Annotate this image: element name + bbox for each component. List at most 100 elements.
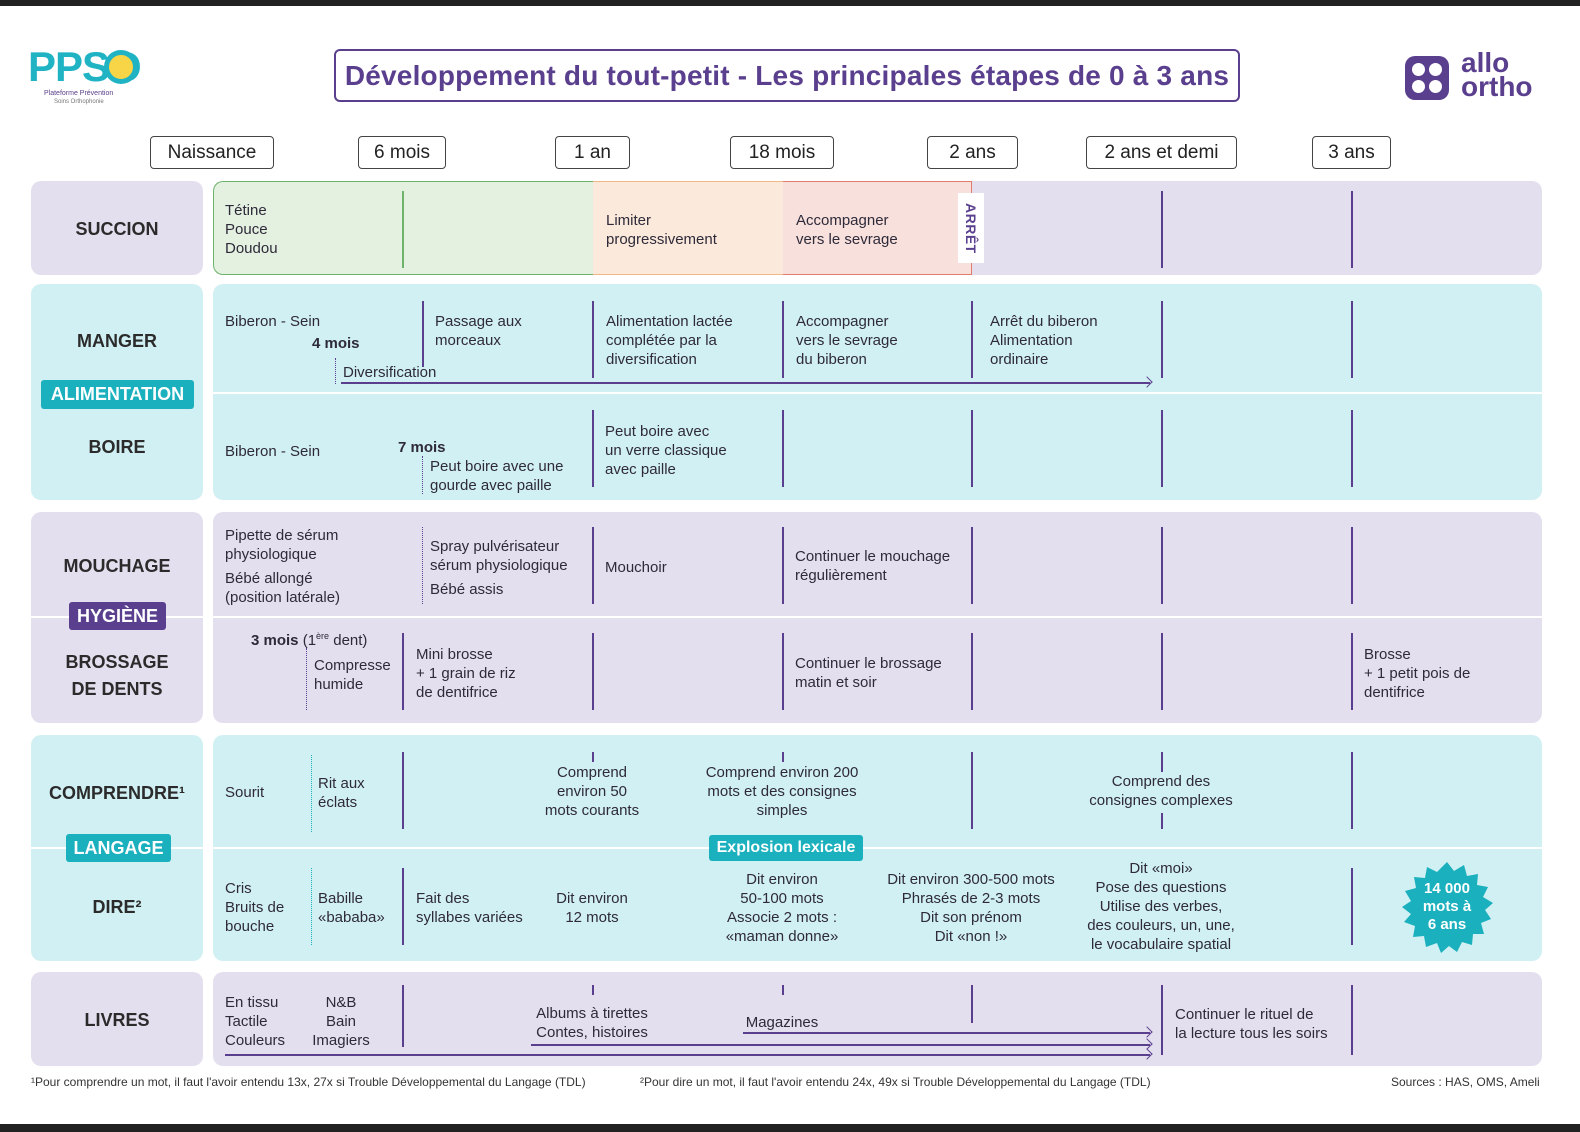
starburst-text: 14 000 mots à 6 ans	[1401, 880, 1493, 934]
boire-text: avec paille	[605, 461, 676, 478]
dire-text: Dit environ	[556, 890, 628, 907]
comprendre-text: Comprend	[556, 764, 628, 781]
divider	[1351, 985, 1353, 1055]
timeline-1-an: 1 an	[555, 136, 630, 169]
manger-text: Biberon - Sein	[225, 313, 321, 330]
page-title: Développement du tout-petit - Les princi…	[344, 59, 1230, 91]
manger-text: complétée par la	[606, 332, 717, 349]
bottom-border	[0, 1124, 1580, 1132]
divider	[782, 985, 784, 995]
divider	[782, 752, 784, 762]
comprendre-text: mots courants	[544, 802, 640, 819]
dire-text: Dit son prénom	[920, 909, 1022, 926]
starburst-line: 6 ans	[1427, 916, 1467, 933]
brossage-3-mois-note: 3 mois (1ère dent)	[251, 627, 367, 650]
dotted-marker-4-mois	[335, 358, 336, 384]
mouchage-text: physiologique	[225, 546, 317, 563]
brossage-note-pre: (1	[302, 632, 317, 649]
boire-text: gourde avec paille	[430, 477, 552, 494]
row-label-manger: MANGER	[77, 331, 157, 351]
divider	[782, 410, 784, 487]
diversification-arrow	[341, 382, 1150, 384]
succion-text: vers le sevrage	[796, 231, 898, 248]
dire-text: 12 mots	[565, 909, 619, 926]
timeline-6-mois: 6 mois	[358, 136, 446, 169]
dire-text: Phrasés de 2-3 mots	[901, 890, 1041, 907]
page-title-box: Développement du tout-petit - Les princi…	[334, 49, 1240, 102]
livres-text: Imagiers	[312, 1032, 370, 1049]
dire-text: Dit environ	[746, 871, 818, 888]
manger-text: Arrêt du biberon	[990, 313, 1098, 330]
divider	[1161, 527, 1163, 604]
comprendre-text: simples	[756, 802, 808, 819]
succion-text: Accompagner	[796, 212, 889, 229]
divider	[402, 191, 404, 268]
succion-text: Limiter	[606, 212, 652, 229]
livres-text: N&B	[325, 994, 357, 1011]
divider	[592, 633, 594, 710]
row-label-succion: SUCCION	[75, 219, 159, 239]
livres-arrow	[225, 1054, 1150, 1056]
brossage-text: Compresse	[314, 657, 391, 674]
mouchage-text: sérum physiologique	[430, 557, 568, 574]
ppso-logo-subtitle: Plateforme Prévention	[44, 90, 114, 97]
magazines-arrow	[743, 1032, 1150, 1034]
divider	[1161, 633, 1163, 710]
mouchage-text: Bébé assis	[430, 581, 504, 598]
divider	[592, 985, 594, 995]
ppso-sun-icon	[104, 50, 138, 84]
divider	[592, 752, 594, 762]
dire-text: 50-100 mots	[740, 890, 824, 907]
comprendre-text: éclats	[318, 794, 358, 811]
dire-text: Utilise des verbes,	[1099, 898, 1223, 915]
footnote-1: ¹Pour comprendre un mot, il faut l'avoir…	[31, 1075, 586, 1089]
brossage-text: Brosse	[1364, 646, 1411, 663]
boire-text: Biberon - Sein	[225, 443, 321, 460]
brossage-note-sup: ère	[316, 631, 330, 641]
divider	[1351, 527, 1353, 604]
comprendre-text: consignes complexes	[1089, 792, 1233, 809]
ppso-logo: PPSO Plateforme Prévention Soins Orthoph…	[28, 44, 142, 106]
divider	[1161, 813, 1163, 829]
livres-text: la lecture tous les soirs	[1175, 1025, 1328, 1042]
row-separator	[213, 847, 1542, 849]
livres-text: Magazines	[745, 1014, 819, 1031]
divider	[402, 633, 404, 710]
livres-text: Tactile	[225, 1013, 268, 1030]
divider	[1161, 985, 1163, 1055]
timeline-2-ans: 2 ans	[927, 136, 1018, 169]
section-badge-alimentation: ALIMENTATION	[41, 380, 194, 409]
comprendre-text: mots et des consignes	[707, 783, 857, 800]
comprendre-text: environ 50	[556, 783, 628, 800]
dire-text: le vocabulaire spatial	[1090, 936, 1232, 953]
divider	[971, 301, 973, 378]
divider	[422, 301, 424, 367]
row-label-mouchage: MOUCHAGE	[63, 556, 171, 576]
manger-text: Alimentation lactée	[606, 313, 733, 330]
dire-text: Bruits de	[225, 899, 285, 916]
comprendre-text: Comprend des	[1111, 773, 1211, 790]
row-label-dire: DIRE²	[92, 897, 142, 917]
divider	[1351, 752, 1353, 829]
manger-text: diversification	[606, 351, 697, 368]
mouchage-text: Pipette de sérum	[225, 527, 339, 544]
divider	[782, 633, 784, 710]
dire-text: bouche	[225, 918, 275, 935]
comprendre-text: Sourit	[225, 784, 265, 801]
row-label-livres: LIVRES	[84, 1010, 150, 1030]
allo-ortho-icon	[1405, 56, 1449, 100]
brossage-text: Continuer le brossage	[795, 655, 942, 672]
row-label-brossage: BROSSAGE	[65, 652, 169, 672]
dire-text: «maman donne»	[725, 928, 839, 945]
brossage-note-post: dent)	[329, 632, 368, 649]
dire-text: Dit environ 300-500 mots	[887, 871, 1055, 888]
manger-4-mois: 4 mois	[312, 335, 360, 352]
albums-arrow	[531, 1044, 1150, 1046]
succion-segment-orange	[593, 181, 783, 275]
divider	[971, 527, 973, 604]
divider	[782, 527, 784, 604]
manger-text: Accompagner	[796, 313, 889, 330]
allo-ortho-word-2: ortho	[1461, 71, 1533, 102]
divider	[1161, 301, 1163, 378]
mouchage-text: Spray pulvérisateur	[430, 538, 560, 555]
